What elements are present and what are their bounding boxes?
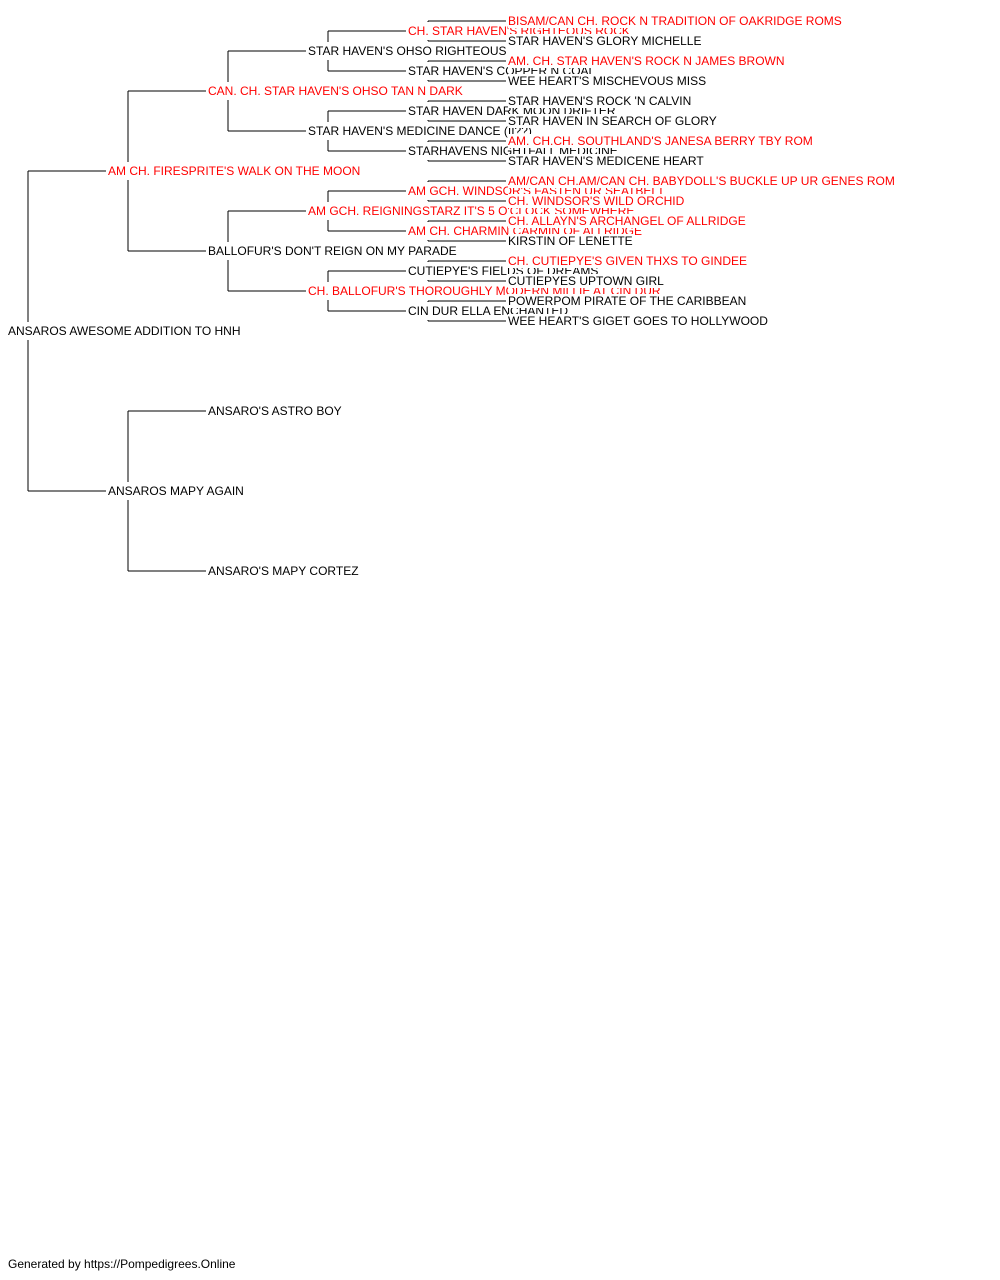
pedigree-entry-gen2: BALLOFUR'S DON'T REIGN ON MY PARADE [208,244,459,258]
pedigree-entry-gen5: STAR HAVEN'S GLORY MICHELLE [508,34,704,48]
pedigree-entry-gen5: CUTIEPYES UPTOWN GIRL [508,274,666,288]
pedigree-entry-gen2: ANSARO'S MAPY CORTEZ [208,564,361,578]
pedigree-entry-gen5: CH. CUTIEPYE'S GIVEN THXS TO GINDEE [508,254,750,268]
pedigree-entry-gen5: STAR HAVEN'S MEDICENE HEART [508,154,706,168]
generated-by-footer: Generated by https://Pompedigrees.Online [8,1257,236,1271]
pedigree-entry-gen2: ANSARO'S ASTRO BOY [208,404,344,418]
pedigree-entry-gen1: ANSAROS MAPY AGAIN [108,484,246,498]
pedigree-entry-gen5: AM/CAN CH.AM/CAN CH. BABYDOLL'S BUCKLE U… [508,174,897,188]
pedigree-entry-gen5: KIRSTIN OF LENETTE [508,234,635,248]
pedigree-entry-gen0: ANSAROS AWESOME ADDITION TO HNH [8,324,243,338]
pedigree-entry-gen5: AM. CH. STAR HAVEN'S ROCK N JAMES BROWN [508,54,787,68]
pedigree-entry-gen3: STAR HAVEN'S OHSO RIGHTEOUS [308,44,509,58]
pedigree-entry-gen5: STAR HAVEN IN SEARCH OF GLORY [508,114,719,128]
pedigree-entry-gen5: CH. WINDSOR'S WILD ORCHID [508,194,687,208]
pedigree-entry-gen5: WEE HEART'S GIGET GOES TO HOLLYWOOD [508,314,770,328]
pedigree-entry-gen5: POWERPOM PIRATE OF THE CARIBBEAN [508,294,749,308]
pedigree-entry-gen2: CAN. CH. STAR HAVEN'S OHSO TAN N DARK [208,84,465,98]
pedigree-entry-gen5: STAR HAVEN'S ROCK 'N CALVIN [508,94,694,108]
pedigree-entry-gen5: CH. ALLAYN'S ARCHANGEL OF ALLRIDGE [508,214,748,228]
pedigree-entry-gen1: AM CH. FIRESPRITE'S WALK ON THE MOON [108,164,363,178]
pedigree-entry-gen5: AM. CH.CH. SOUTHLAND'S JANESA BERRY TBY … [508,134,815,148]
pedigree-entry-gen5: BISAM/CAN CH. ROCK N TRADITION OF OAKRID… [508,14,844,28]
pedigree-entry-gen3: STAR HAVEN'S MEDICINE DANCE (II??) [308,124,534,138]
pedigree-entry-gen5: WEE HEART'S MISCHEVOUS MISS [508,74,709,88]
